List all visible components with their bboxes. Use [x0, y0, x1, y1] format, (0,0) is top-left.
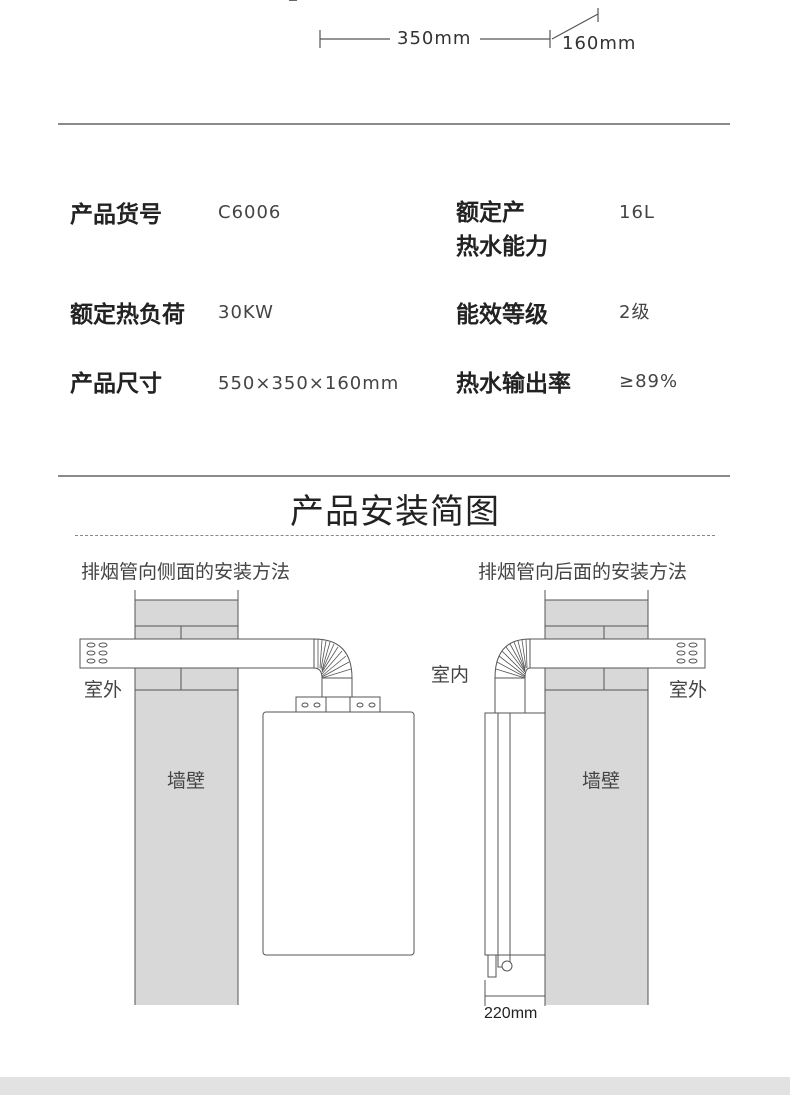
- spec-value-hot-water-capacity: 16L: [619, 202, 655, 223]
- side-install-diagram: [79, 590, 415, 1005]
- outdoor-label-left: 室外: [84, 679, 123, 701]
- spec-label-hot-water-capacity: 额定产 热水能力: [456, 200, 548, 260]
- spec-value-output-rate: ≥89%: [619, 371, 679, 392]
- water-heater-side: [484, 712, 546, 956]
- spec-value-model: C6006: [218, 202, 282, 223]
- dashed-divider: [75, 535, 715, 536]
- spec-label-model: 产品货号: [70, 202, 162, 228]
- wall-label-right: 墙壁: [582, 770, 621, 792]
- footer-band: [0, 1077, 790, 1095]
- divider-middle: [58, 475, 730, 477]
- dimension-lines: [289, 0, 599, 48]
- spec-label-energy-grade: 能效等级: [456, 302, 548, 328]
- back-install-caption: 排烟管向后面的安装方法: [478, 561, 688, 583]
- width-dimension-label: 350mm: [397, 28, 472, 49]
- water-heater-front: [262, 711, 415, 956]
- depth-dimension-label: 160mm: [562, 33, 637, 54]
- depth-220-label: 220mm: [484, 1005, 538, 1022]
- spec-value-rated-heat-load: 30KW: [218, 302, 274, 323]
- spec-value-energy-grade: 2级: [619, 302, 651, 323]
- spec-value-size: 550×350×160mm: [218, 373, 400, 394]
- wall-label-left: 墙壁: [167, 770, 206, 792]
- divider-top: [58, 123, 730, 125]
- spec-label-rated-heat-load: 额定热负荷: [70, 302, 185, 328]
- install-title: 产品安装简图: [290, 492, 500, 532]
- spec-label-output-rate: 热水输出率: [456, 371, 571, 397]
- side-install-caption: 排烟管向侧面的安装方法: [81, 561, 291, 583]
- spec-label-size: 产品尺寸: [70, 371, 162, 397]
- outdoor-label-right: 室外: [669, 679, 708, 701]
- back-install-diagram: [484, 590, 706, 1006]
- indoor-label: 室内: [431, 664, 470, 686]
